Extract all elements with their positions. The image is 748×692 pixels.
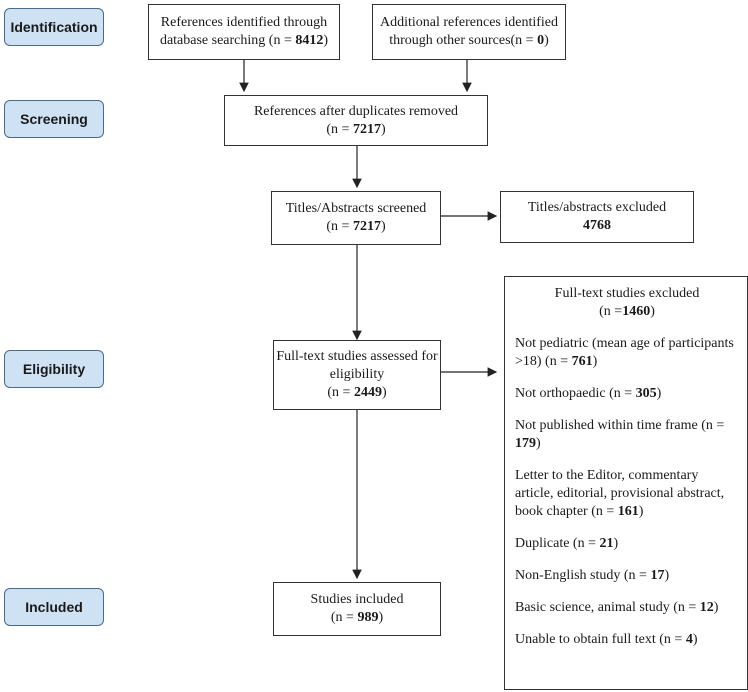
- box-database-search: References identified through database s…: [148, 4, 340, 60]
- box-abstracts-excluded: Titles/abstracts excluded 4768: [500, 191, 694, 243]
- stage-label-identification: Identification: [4, 8, 104, 46]
- exclusion-reason: Not orthopaedic (n = 305): [515, 386, 662, 401]
- fulltext-count: 2449: [353, 385, 382, 400]
- stage-label-included: Included: [4, 588, 104, 626]
- exclusion-reason: Letter to the Editor, commentary article…: [515, 468, 725, 519]
- stage-label-screening: Screening: [4, 100, 104, 138]
- screened-count: 7217: [352, 219, 381, 234]
- included-count: 989: [357, 610, 379, 625]
- exclusion-reason: Unable to obtain full text (n = 4): [515, 632, 698, 647]
- box-titles-screened: Titles/Abstracts screened (n = 7217): [271, 191, 441, 245]
- box-duplicates-removed: References after duplicates removed (n =…: [224, 95, 488, 146]
- exclusion-reason: Basic science, animal study (n = 12): [515, 600, 719, 615]
- excluded-header: Full-text studies excluded (n =1460): [554, 286, 700, 319]
- exclusion-reason: Not published within time frame (n = 179…: [515, 418, 725, 451]
- duplicates-count: 7217: [352, 121, 381, 137]
- excluded-total: 1460: [622, 304, 651, 319]
- box-fulltext-assessed: Full-text studies assessed for eligibili…: [273, 340, 441, 410]
- exclusion-reason: Non-English study (n = 17): [515, 568, 670, 583]
- abstracts-excluded-count: 4768: [583, 218, 611, 233]
- database-count: 8412: [295, 33, 324, 48]
- box-studies-included: Studies included (n = 989): [273, 582, 441, 636]
- box-fulltext-excluded: Full-text studies excluded (n =1460) Not…: [504, 276, 748, 690]
- exclusion-reason: Duplicate (n = 21): [515, 536, 619, 551]
- stage-label-eligibility: Eligibility: [4, 350, 104, 388]
- exclusion-reason: Not pediatric (mean age of participants …: [515, 336, 734, 369]
- box-other-sources: Additional references identified through…: [372, 4, 566, 60]
- other-count: 0: [537, 33, 545, 48]
